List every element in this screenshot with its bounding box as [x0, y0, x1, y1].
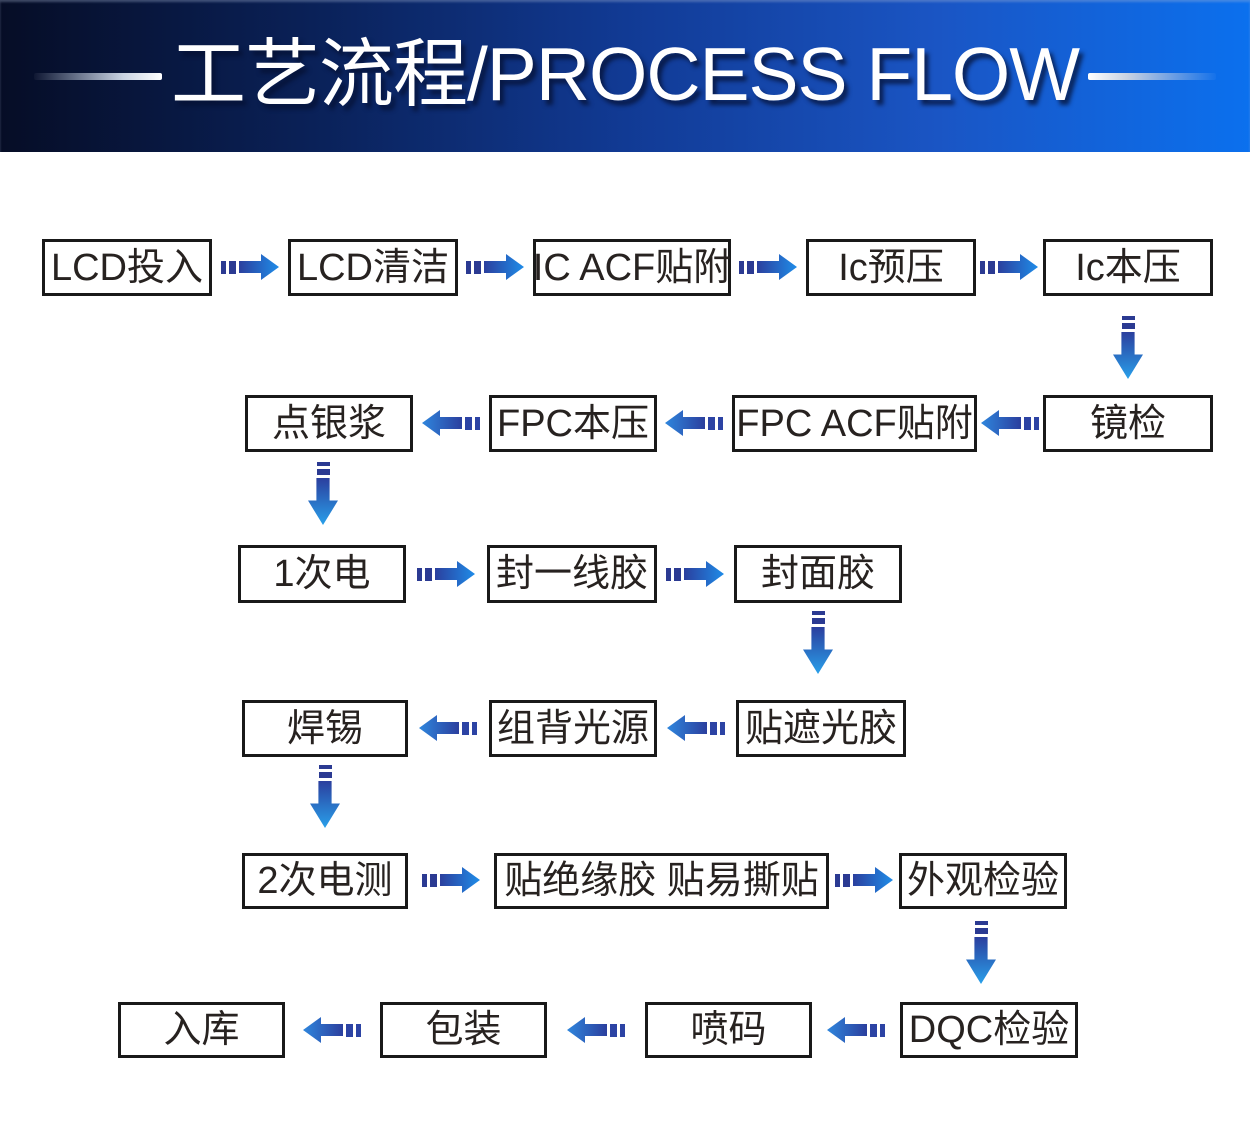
flow-arrow-left-icon: [567, 1017, 625, 1043]
flow-arrow-right-icon: [466, 254, 524, 280]
flow-arrow-left-icon: [981, 410, 1039, 436]
flow-arrow-right-icon: [221, 254, 279, 280]
flow-node-fpc-acf-attach: FPC ACF贴附: [732, 395, 977, 452]
flow-node-lcd-clean: LCD清洁: [288, 239, 458, 296]
flow-arrow-down-icon: [966, 921, 996, 984]
flow-arrow-right-icon: [835, 867, 893, 893]
flow-arrow-right-icon: [417, 561, 475, 587]
flow-node-seal-face-glue: 封面胶: [734, 545, 902, 603]
flow-arrow-right-icon: [666, 561, 724, 587]
flow-arrow-down-icon: [803, 611, 833, 674]
flow-node-warehousing: 入库: [118, 1002, 285, 1058]
flow-arrow-right-icon: [739, 254, 797, 280]
page-title: 工艺流程/PROCESS FLOW: [170, 31, 1080, 116]
flow-node-seal-line-glue: 封一线胶: [487, 545, 657, 603]
flow-arrow-left-icon: [665, 410, 723, 436]
flow-arrow-right-icon: [980, 254, 1038, 280]
header-banner: 工艺流程/PROCESS FLOW: [0, 0, 1250, 152]
flow-arrow-left-icon: [303, 1017, 361, 1043]
flow-node-soldering: 焊锡: [242, 700, 408, 757]
flow-node-attach-shading-tape: 贴遮光胶: [736, 700, 906, 757]
flow-node-assemble-backlight: 组背光源: [489, 700, 657, 757]
flow-node-ic-prepress: Ic预压: [806, 239, 976, 296]
flow-arrow-right-icon: [422, 867, 480, 893]
flow-node-ic-acf-attach: IC ACF贴附: [533, 239, 731, 296]
flow-node-lcd-input: LCD投入: [42, 239, 212, 296]
flow-arrow-down-icon: [310, 765, 340, 828]
flow-arrow-left-icon: [422, 410, 480, 436]
flow-node-insulation-easy-tear: 贴绝缘胶 贴易撕贴: [494, 853, 829, 909]
flow-node-fpc-main-press: FPC本压: [489, 395, 657, 452]
flow-arrow-left-icon: [667, 715, 725, 741]
flow-node-packing: 包装: [380, 1002, 547, 1058]
flow-node-dqc-inspection: DQC检验: [900, 1002, 1078, 1058]
flow-node-microscope-inspection: 镜检: [1043, 395, 1213, 452]
flow-node-dispense-silver-paste: 点银浆: [245, 395, 413, 452]
flow-arrow-down-icon: [308, 462, 338, 525]
flow-node-inkjet-coding: 喷码: [645, 1002, 812, 1058]
flow-arrow-left-icon: [827, 1017, 885, 1043]
flow-node-ic-main-press: Ic本压: [1043, 239, 1213, 296]
flow-arrow-down-icon: [1113, 316, 1143, 379]
flow-node-first-electrical-test: 1次电: [238, 545, 406, 603]
flow-node-second-electrical-test: 2次电测: [242, 853, 408, 909]
flow-arrow-left-icon: [419, 715, 477, 741]
title-rule-left-line: [33, 72, 162, 80]
flow-node-appearance-inspection: 外观检验: [899, 853, 1067, 909]
title-rule-right-line: [1088, 72, 1217, 80]
